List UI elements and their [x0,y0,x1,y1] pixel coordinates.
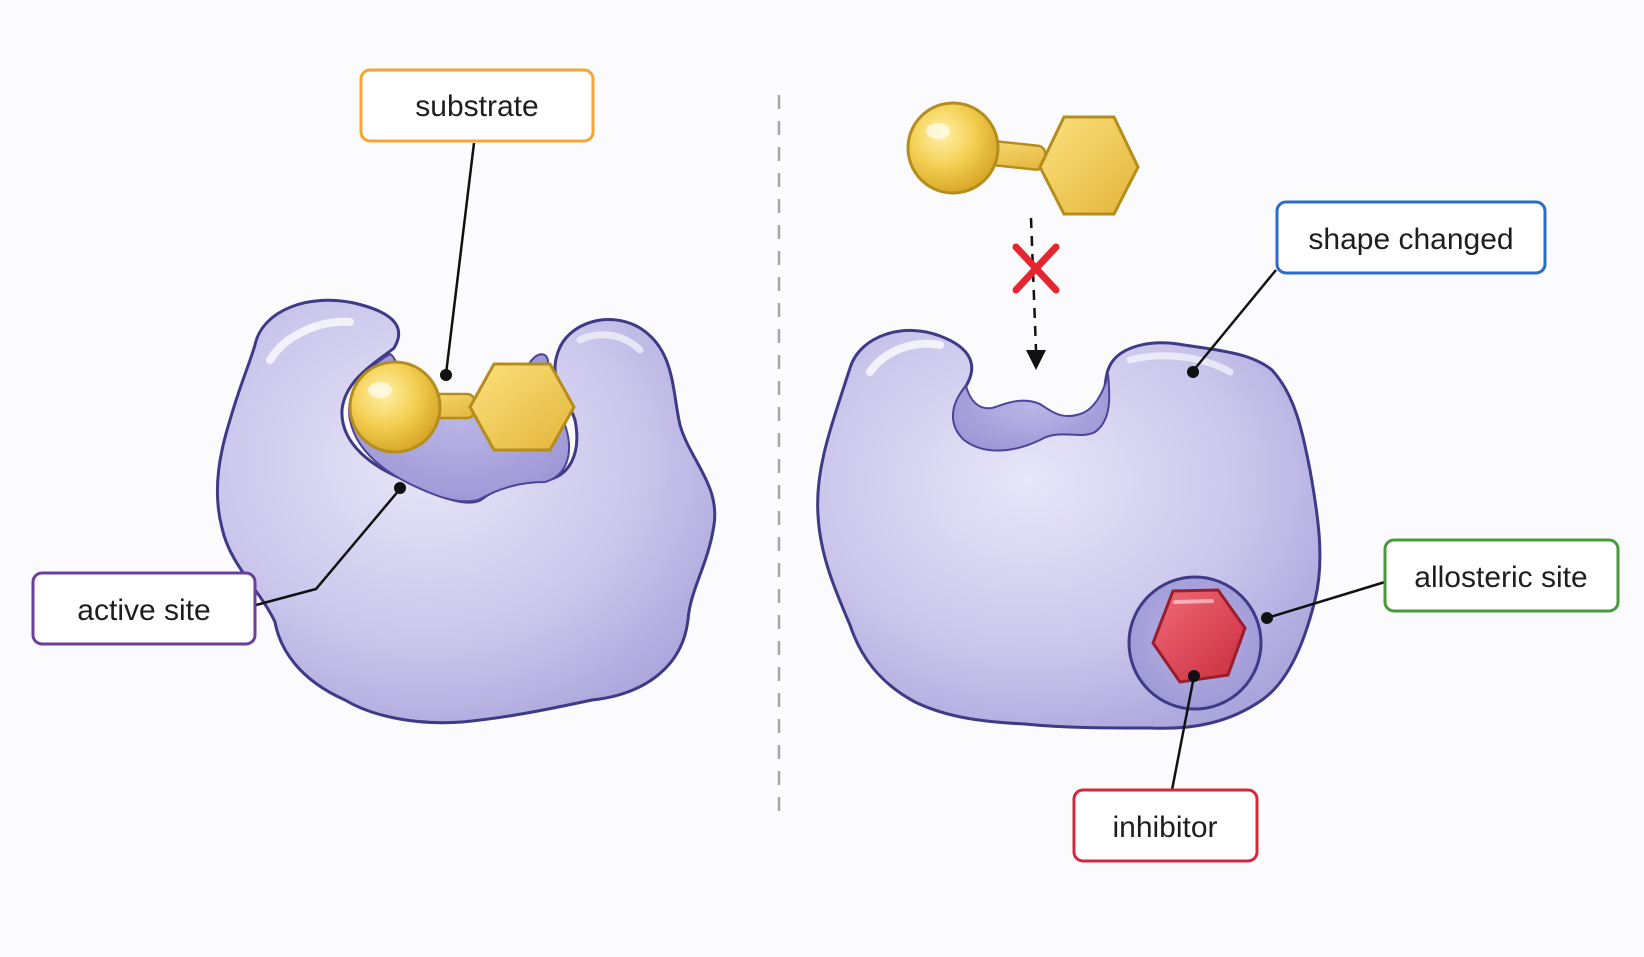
substrate-hexagon [468,362,576,452]
dashed-arrow-down-icon [1029,217,1038,351]
substrate-bound [348,360,576,454]
active-site-label: active site [31,571,257,646]
enzyme-left-highlight-2 [576,331,644,354]
allosteric-site-label-text: allosteric site [1414,561,1587,594]
enzyme-left [215,298,717,725]
allosteric-site-label: allosteric site [1383,538,1620,613]
right-panel-allosteric-inhibition: shape changed allosteric site inhibitor [816,101,1620,863]
enzyme-right-highlight [866,339,944,376]
enzyme-right-highlight-2 [1126,352,1234,376]
shape-changed-label: shape changed [1275,200,1547,275]
inhibitor-hexagon [1151,588,1247,684]
substrate-label: substrate [359,68,595,143]
substrate-label-text: substrate [415,90,538,123]
inhibitor-label: inhibitor [1072,788,1259,863]
inhibitor-label-text: inhibitor [1112,811,1217,844]
substrate-free [906,101,1140,216]
substrate-free-sphere [906,101,1000,195]
shape-changed-label-text: shape changed [1308,223,1513,256]
active-site-label-text: active site [77,594,210,627]
substrate-free-hexagon [1038,115,1140,216]
left-panel-normal-binding: substrate active site [31,68,717,725]
enzyme-left-highlight [266,317,354,364]
cross-mark-icon [1012,243,1060,294]
substrate-sphere [348,360,442,454]
distorted-active-site [951,373,1111,452]
